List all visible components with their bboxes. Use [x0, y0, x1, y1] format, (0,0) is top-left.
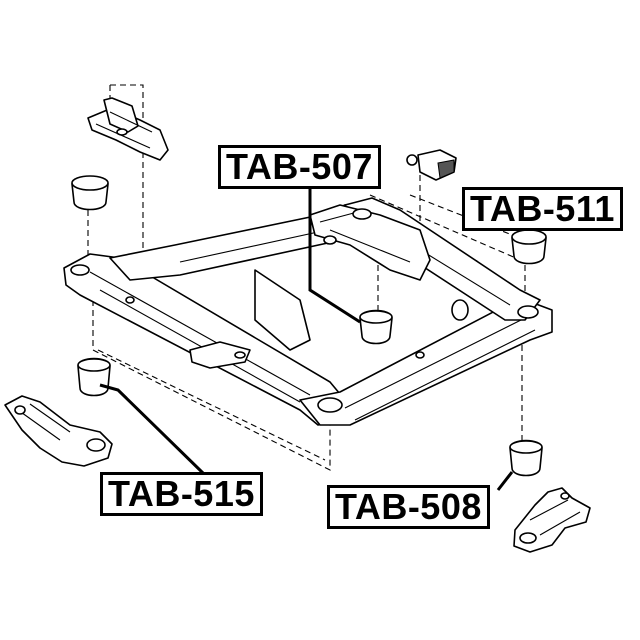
leader-lines: [99, 185, 514, 491]
upper-mount-bracket: [87, 97, 169, 161]
subframe-crossmember: [63, 197, 553, 426]
lower-left-bracket: [4, 395, 113, 467]
label-tab-511: TAB-511: [462, 187, 623, 231]
sensor-bracket: [406, 149, 457, 181]
upper-left-bushing: [71, 175, 109, 211]
lower-right-bracket: [513, 487, 591, 553]
front-bushing-part: [359, 309, 393, 345]
front-left-bushing-part: [77, 357, 111, 397]
label-tab-515: TAB-515: [100, 472, 263, 516]
front-right-bushing-part: [509, 439, 543, 477]
rear-right-bushing-part: [511, 229, 547, 265]
label-tab-508: TAB-508: [327, 485, 490, 529]
label-tab-507: TAB-507: [218, 145, 381, 189]
